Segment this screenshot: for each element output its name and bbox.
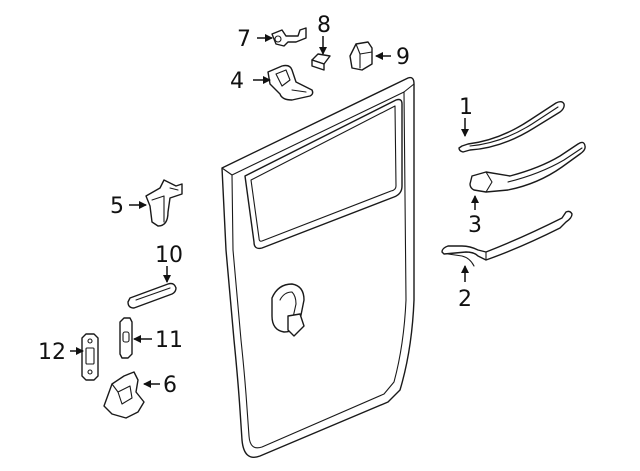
part-8-block — [311, 53, 331, 71]
callout-leaders — [70, 34, 479, 388]
part-10-striker-bar — [127, 282, 177, 309]
callout-label-3: 3 — [468, 213, 482, 238]
callout-label-6: 6 — [163, 373, 177, 398]
callout-label-9: 9 — [396, 45, 410, 70]
callout-label-10: 10 — [155, 243, 183, 268]
door-window-opening — [244, 98, 403, 250]
part-4-upper-bracket — [267, 64, 314, 101]
callout-label-2: 2 — [458, 287, 472, 312]
callout-label-1: 1 — [459, 95, 473, 120]
callout-labels: 1 2 3 4 5 6 7 8 9 10 11 12 — [38, 13, 482, 398]
callout-label-7: 7 — [237, 27, 251, 52]
part-2-lower-rail — [441, 210, 573, 267]
callout-label-11: 11 — [155, 328, 183, 353]
part-5-latch — [145, 179, 183, 227]
part-3-center-rail — [469, 141, 586, 193]
door-handle-pocket — [271, 283, 305, 337]
part-11-plate — [119, 317, 133, 359]
callout-label-12: 12 — [38, 340, 66, 365]
part-9-bumper — [349, 41, 373, 71]
part-6-lower-bracket — [103, 371, 145, 419]
part-7-rod — [271, 27, 307, 47]
part-12-striker-plate — [81, 333, 99, 381]
callout-label-5: 5 — [110, 194, 124, 219]
callout-label-8: 8 — [317, 13, 331, 38]
callout-label-4: 4 — [230, 69, 244, 94]
part-1-upper-rail — [458, 101, 565, 153]
